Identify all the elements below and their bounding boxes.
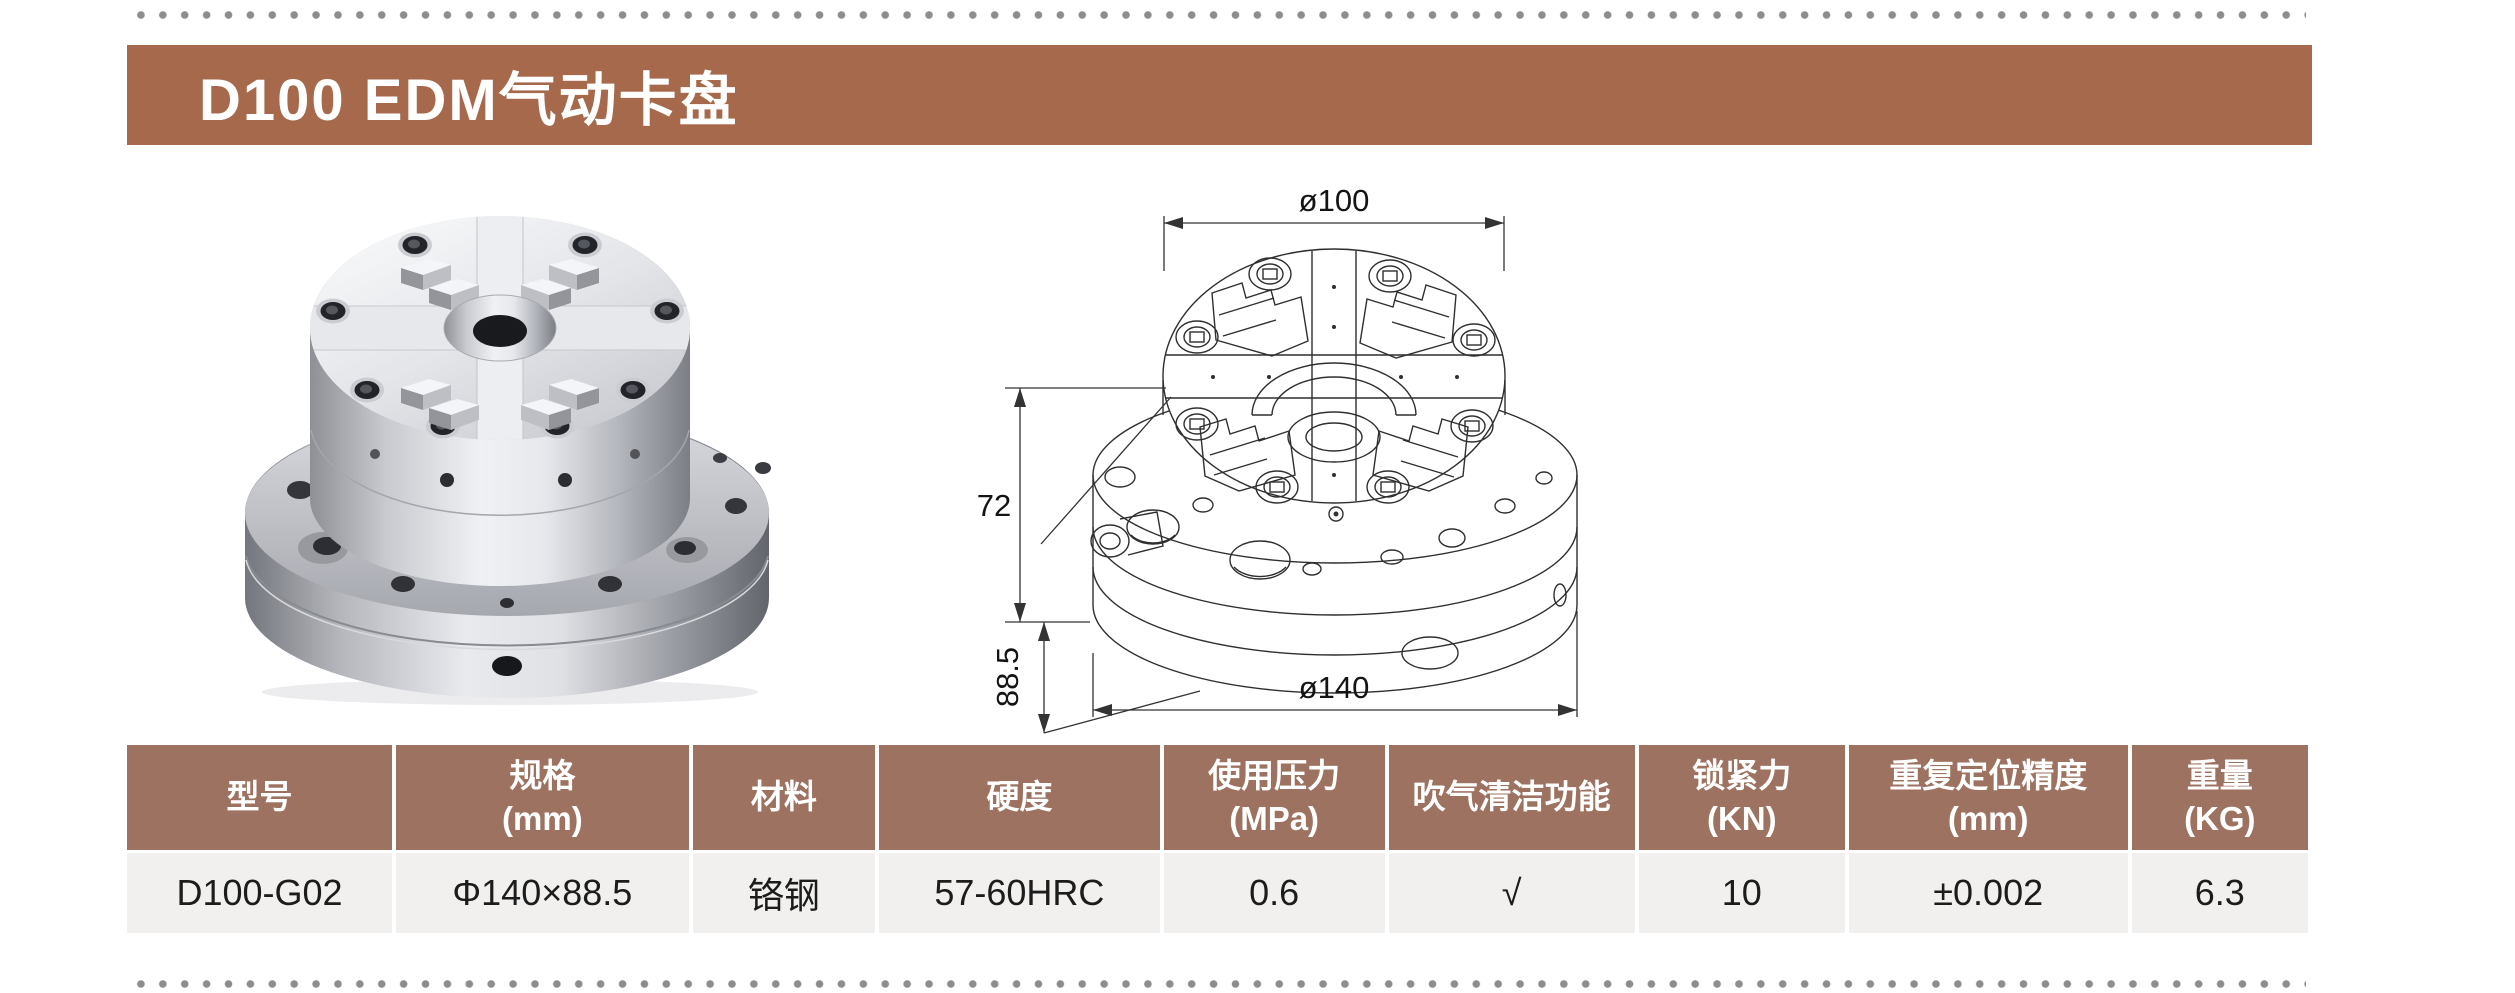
bottom-dotted-rule xyxy=(130,979,2306,989)
col-header-spec: 规格 (mm) xyxy=(396,745,689,850)
dim-label-height-total: 88.5 xyxy=(990,647,1025,707)
col-header-model: 型号 xyxy=(127,745,393,850)
cell-material: 铬钢 xyxy=(692,853,875,933)
product-photo-image xyxy=(245,216,771,705)
cell-hardness: 57-60HRC xyxy=(878,853,1160,933)
col-header-hardness: 硬度 xyxy=(878,745,1160,850)
technical-drawing: ø100 72 88.5 ø140 xyxy=(960,175,1700,740)
technical-drawing-image: ø100 72 88.5 ø140 xyxy=(977,183,1578,734)
cell-spec: Φ140×88.5 xyxy=(396,853,689,933)
col-header-pressure: 使用压力 (MPa) xyxy=(1163,745,1385,850)
page-title: D100 EDM气动卡盘 xyxy=(199,68,739,133)
cell-weight: 6.3 xyxy=(2131,853,2308,933)
col-header-locking-force: 锁紧力 (KN) xyxy=(1638,745,1845,850)
col-header-weight: 重量 (KG) xyxy=(2131,745,2308,850)
title-bar: D100 EDM气动卡盘 xyxy=(127,45,2312,145)
product-photo xyxy=(215,168,785,713)
dim-label-height-upper: 72 xyxy=(977,488,1011,523)
cell-air-clean: √ xyxy=(1388,853,1635,933)
cell-repeatability: ±0.002 xyxy=(1848,853,2128,933)
col-header-material: 材料 xyxy=(692,745,875,850)
dim-label-diameter-bottom: ø140 xyxy=(1299,670,1370,705)
top-dotted-rule xyxy=(130,10,2306,20)
col-header-air-clean: 吹气清洁功能 xyxy=(1388,745,1635,850)
cell-model: D100-G02 xyxy=(127,853,393,933)
cell-pressure: 0.6 xyxy=(1163,853,1385,933)
col-header-repeatability: 重复定位精度 (mm) xyxy=(1848,745,2128,850)
dim-label-diameter-top: ø100 xyxy=(1299,183,1370,218)
spec-table: 型号 规格 (mm) 材料 硬度 使用压力 (MPa) 吹气清洁功能 锁紧力 (… xyxy=(127,745,2308,933)
cell-locking-force: 10 xyxy=(1638,853,1845,933)
